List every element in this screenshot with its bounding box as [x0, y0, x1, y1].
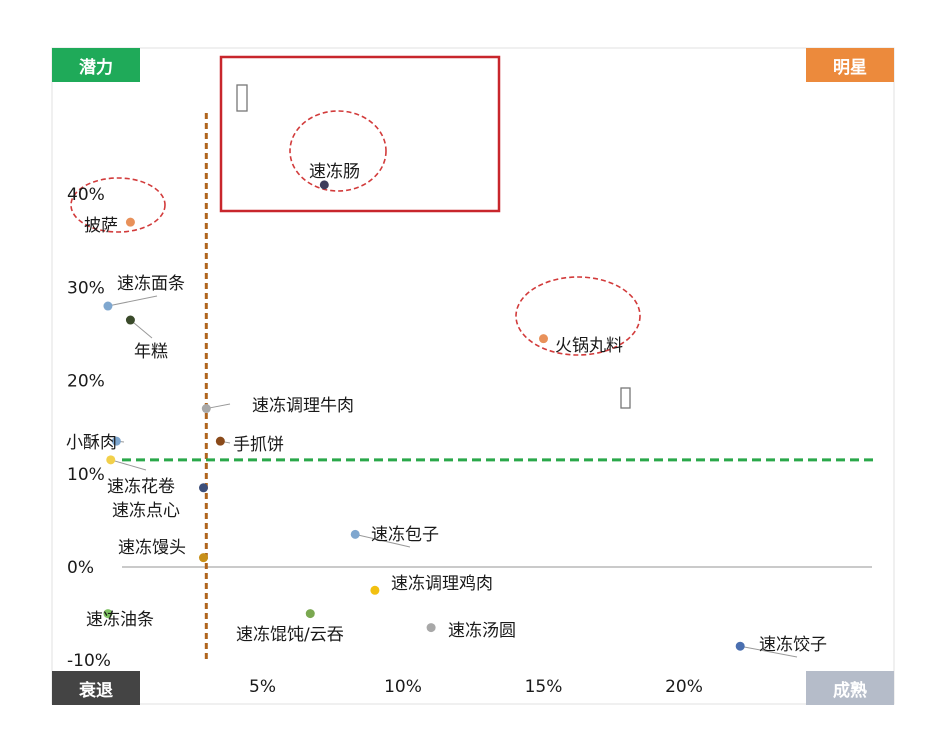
y-tick-label: -10%	[67, 651, 111, 671]
data-point	[106, 455, 116, 465]
leader-line	[107, 295, 158, 307]
placeholder-icon	[236, 84, 248, 112]
plot-frame	[51, 47, 895, 705]
point-label: 速冻调理牛肉	[252, 396, 354, 416]
data-points	[103, 180, 745, 651]
quadrant-label-star: 明星	[806, 48, 894, 82]
quadrant-label-mature: 成熟	[806, 671, 894, 705]
point-label: 速冻肠	[309, 162, 360, 182]
point-label: 速冻汤圆	[448, 621, 516, 641]
quadrant-label-potential: 潜力	[52, 48, 140, 82]
point-label: 速冻饺子	[759, 635, 827, 655]
point-label: 小酥肉	[66, 433, 117, 453]
leader-line	[740, 645, 798, 658]
point-label: 速冻调理鸡肉	[391, 574, 493, 594]
x-tick-label: 5%	[249, 677, 276, 697]
placeholder-icon	[620, 387, 631, 409]
point-label: 速冻油条	[86, 610, 154, 630]
data-point	[198, 553, 208, 563]
data-point	[198, 483, 208, 493]
y-tick-label: 0%	[67, 558, 94, 578]
data-point	[125, 217, 135, 227]
data-point	[426, 623, 436, 633]
highlight-box	[219, 55, 501, 213]
y-tick-label: 20%	[67, 372, 105, 392]
x-tick-label: 15%	[525, 677, 563, 697]
data-point	[370, 585, 380, 595]
highlight-ellipse	[289, 110, 387, 192]
point-label: 年糕	[134, 342, 168, 362]
tick-labels: 40% 30% 20% 10% 0% -10% 5% 10% 15% 20%	[67, 185, 703, 697]
point-label: 手抓饼	[233, 435, 284, 455]
point-label: 速冻馒头	[118, 538, 186, 558]
point-label: 火锅丸料	[555, 336, 623, 356]
highlight-ellipse	[515, 276, 641, 356]
data-point	[201, 404, 211, 414]
data-point	[103, 301, 113, 311]
point-label: 速冻面条	[117, 274, 185, 294]
highlight-ellipse	[70, 177, 166, 233]
data-point	[103, 609, 113, 619]
leader-line	[355, 533, 411, 548]
data-point	[319, 180, 329, 190]
x-tick-label: 20%	[665, 677, 703, 697]
data-point	[125, 315, 135, 325]
point-label: 速冻点心	[112, 501, 180, 521]
leader-line	[110, 459, 147, 471]
highlight-annotations	[70, 55, 641, 409]
y-tick-label: 40%	[67, 185, 105, 205]
data-point	[305, 609, 315, 619]
point-label: 披萨	[84, 216, 118, 236]
reference-lines	[122, 113, 874, 660]
data-point	[350, 529, 360, 539]
y-tick-label: 30%	[67, 278, 105, 298]
quadrant-label-decline: 衰退	[52, 671, 140, 705]
x-tick-label: 10%	[384, 677, 422, 697]
leader-line	[130, 319, 153, 339]
data-point	[539, 334, 548, 344]
data-point	[215, 436, 225, 446]
y-tick-label: 10%	[67, 465, 105, 485]
data-point	[111, 436, 121, 446]
point-label: 速冻馄饨/云吞	[236, 625, 344, 645]
point-label: 速冻花卷	[107, 477, 175, 497]
data-point	[735, 641, 745, 651]
point-label: 速冻包子	[371, 525, 439, 545]
